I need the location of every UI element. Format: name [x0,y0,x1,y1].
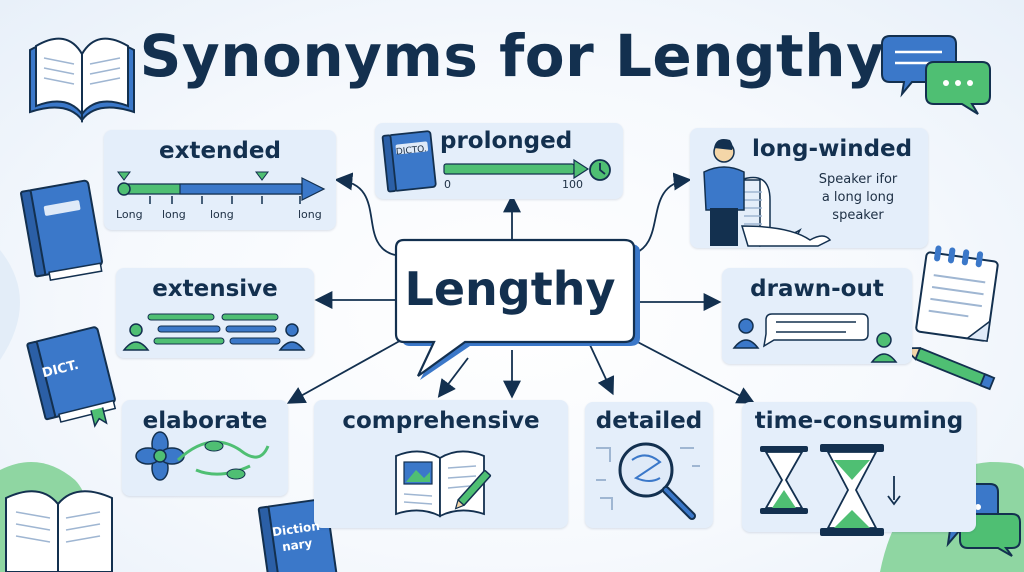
connector-detailed-2 [589,344,615,396]
synonym-long-winded-label: long-winded [752,136,913,162]
speaker-person-icon [703,139,832,247]
prolonged-progress-bar [443,158,590,180]
chat-bubbles-icon [881,35,991,115]
extended-tick-1: Long [116,208,143,221]
connector-long-winded [629,172,692,256]
synonym-prolonged-label: prolonged [440,128,573,154]
center-bubble [394,238,640,380]
synonym-detailed-label: detailed [595,408,703,434]
long-winded-caption-1: Speaker ifor [818,172,898,187]
down-arrow-icon [887,476,901,506]
synonym-comprehensive-label: comprehensive [342,408,540,434]
connector-time-consuming [629,337,756,404]
open-book-bottom-icon [5,490,113,572]
synonym-drawn-out-label: drawn-out [750,276,884,302]
extended-tick-3: long [210,208,234,221]
comprehensive-book-icon [395,450,492,518]
center-word: Lengthy [404,262,616,316]
connector-elaborate [286,337,406,404]
connector-extended [334,172,396,256]
extended-timeline-icon [117,171,326,204]
synonym-extensive-label: extensive [152,276,278,302]
extended-tick-4: long [298,208,322,221]
hourglass-large-icon [820,444,884,536]
magnifying-glass-icon [596,442,700,520]
connector-comprehensive [437,357,469,398]
page-title: Synonyms for Lengthy [139,22,885,90]
synonym-extended-label: extended [159,138,281,164]
dict-book-icon [26,326,117,428]
card-extended [104,130,336,230]
extended-tick-2: long [162,208,186,221]
drawn-out-conversation-icon [732,313,898,363]
clock-icon [589,159,611,181]
prolonged-scale-end: 100 [562,178,583,191]
long-winded-caption-3: speaker [832,208,884,223]
hourglass-icon [760,446,808,514]
prolonged-book-icon [381,130,437,193]
extensive-people-icon [122,313,306,351]
prolonged-scale-start: 0 [444,178,451,191]
notepad-icon [915,245,999,343]
open-book-icon [29,37,135,123]
blob-left [0,250,20,360]
synonym-time-consuming-label: time-consuming [754,408,964,434]
synonym-elaborate-label: elaborate [142,408,268,434]
closed-book-icon [20,179,103,281]
elaborate-flower-icon [135,431,270,481]
long-winded-caption-2: a long long [821,190,895,205]
